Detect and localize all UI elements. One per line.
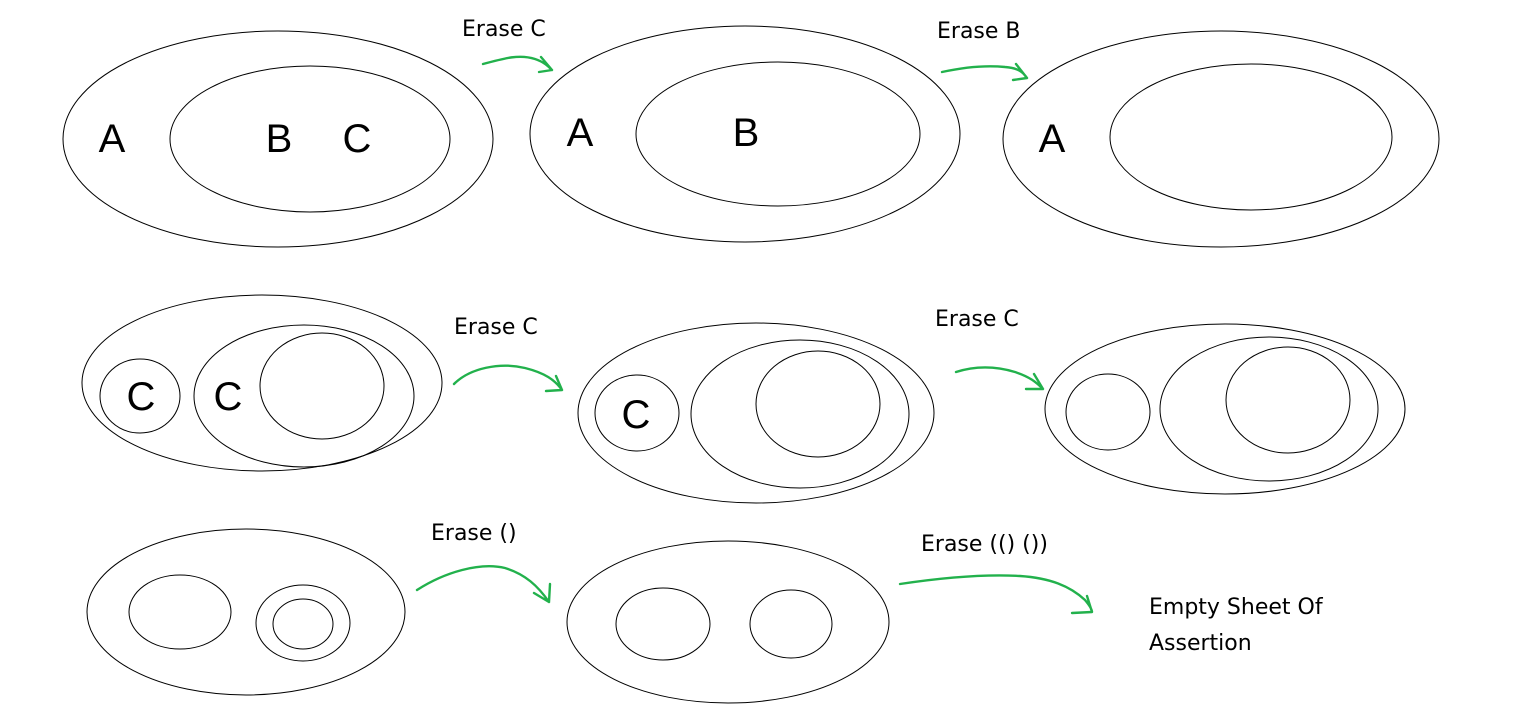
row-1-step-3-graph: A [1002, 30, 1440, 248]
row-3-step-1-graph [86, 528, 406, 696]
row-2-transition-2: Erase C [935, 307, 1045, 391]
result-line-2: Assertion [1149, 631, 1252, 656]
outer-cut [86, 528, 406, 696]
right-cut [749, 589, 833, 659]
inner-cut [259, 332, 385, 440]
right-inner-cut [272, 598, 334, 650]
letter-c: C [127, 375, 156, 419]
letter-a: A [1039, 117, 1066, 161]
letter-b: B [733, 111, 760, 155]
transition-label: Erase C [462, 17, 546, 42]
transition-label: Erase () [431, 521, 517, 546]
letter-c: C [622, 393, 651, 437]
green-arrow-icon [452, 364, 564, 393]
green-arrow-icon [940, 62, 1029, 82]
outer-cut [81, 294, 443, 472]
row-3-transition-1: Erase () [415, 521, 552, 604]
empty-sheet-result: Empty Sheet Of Assertion [1149, 595, 1324, 656]
inner-cut [755, 350, 881, 458]
letter-b: B [266, 117, 293, 161]
row-2-step-1-graph: C C [81, 294, 443, 472]
transition-label: Erase C [935, 307, 1019, 332]
row-1-step-2-graph: A B [529, 25, 961, 243]
transition-label: Erase B [937, 19, 1021, 44]
letter-c: C [343, 117, 372, 161]
row-1: A B C Erase C A B Erase B A [62, 17, 1440, 248]
row-3: Erase () Erase (() ()) Empty Sheet Of As… [86, 521, 1324, 704]
row-2: C C Erase C C Erase C [81, 294, 1406, 504]
letter-c: C [214, 375, 243, 419]
result-line-1: Empty Sheet Of [1149, 595, 1324, 620]
letter-a: A [567, 111, 594, 155]
row-3-transition-2: Erase (() ()) [898, 532, 1094, 615]
outer-cut [62, 30, 494, 248]
row-1-transition-1: Erase C [462, 17, 554, 74]
green-arrow-icon [954, 366, 1045, 391]
right-outer-cut [255, 584, 351, 662]
letter-a: A [99, 117, 126, 161]
left-cut [99, 358, 181, 434]
left-cut [1065, 373, 1151, 451]
outer-cut [577, 322, 935, 504]
row-2-step-3-graph [1044, 323, 1406, 495]
inner-cut [1225, 346, 1351, 454]
row-3-step-2-graph [566, 540, 890, 704]
outer-cut [566, 540, 890, 704]
transition-label: Erase C [454, 315, 538, 340]
row-1-step-1-graph: A B C [62, 30, 494, 248]
left-cut [615, 587, 711, 661]
row-2-transition-1: Erase C [452, 315, 564, 393]
outer-cut [1044, 323, 1406, 495]
outer-cut [529, 25, 961, 243]
transition-label: Erase (() ()) [921, 532, 1048, 557]
row-1-transition-2: Erase B [937, 19, 1029, 82]
green-arrow-icon [898, 574, 1094, 615]
middle-cut [193, 324, 415, 468]
middle-cut [690, 339, 910, 489]
left-cut [128, 574, 232, 650]
middle-cut [1159, 336, 1379, 482]
inner-cut [1109, 63, 1393, 211]
left-cut [594, 374, 680, 452]
green-arrow-icon [415, 565, 552, 604]
green-arrow-icon [481, 55, 554, 74]
inner-cut [635, 61, 921, 207]
row-2-step-2-graph: C [577, 322, 935, 504]
inner-cut [169, 65, 451, 213]
outer-cut [1002, 30, 1440, 248]
